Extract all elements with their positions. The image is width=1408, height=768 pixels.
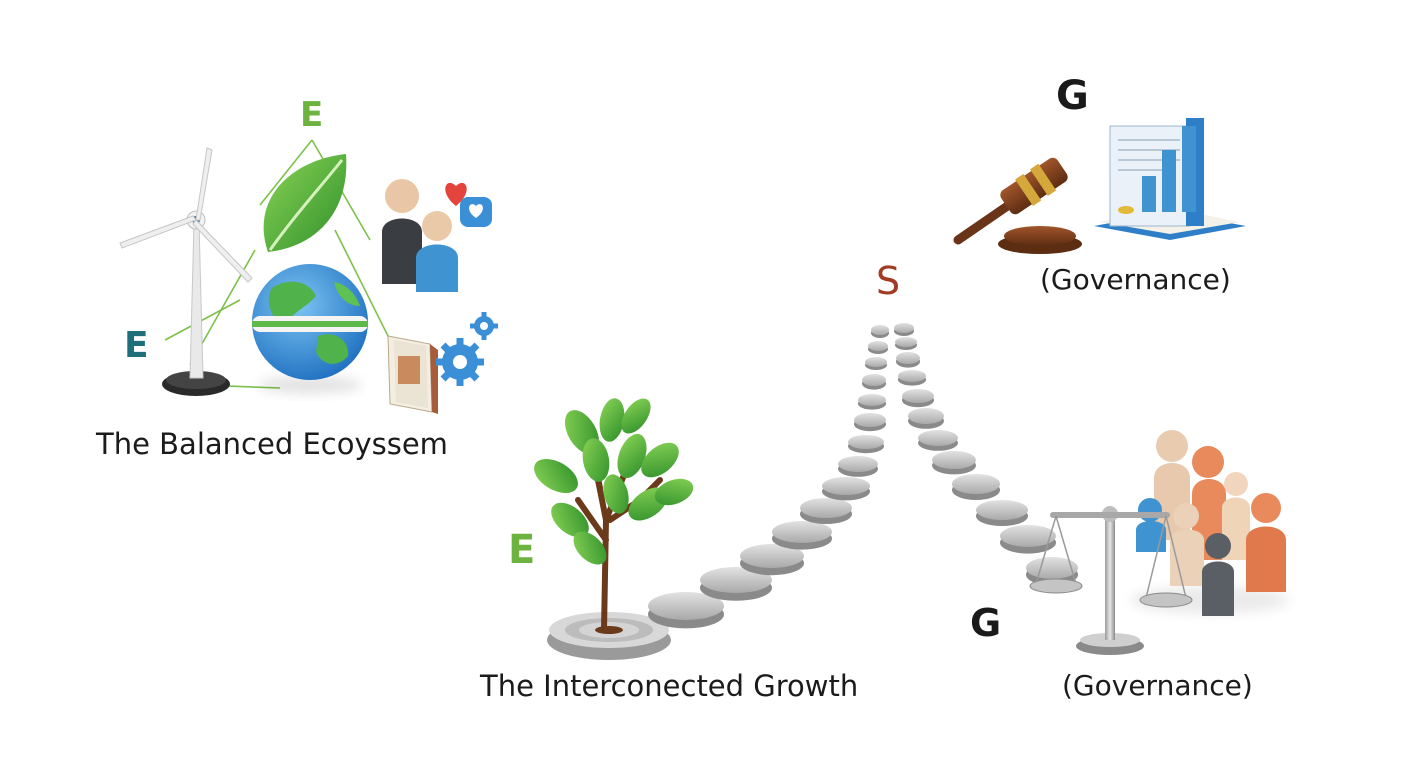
stepping-stone <box>896 352 920 364</box>
stepping-stone <box>895 337 917 347</box>
globe-icon <box>252 264 368 393</box>
stepping-stone <box>1000 525 1056 547</box>
stepping-stone <box>1026 557 1078 579</box>
letter-g-top: G <box>1056 73 1089 119</box>
stepping-stone <box>848 435 884 449</box>
stepping-stone <box>772 521 832 543</box>
book-icon <box>387 335 438 414</box>
stepping-stone <box>902 389 934 403</box>
leaf-icon <box>263 154 347 252</box>
stepping-stone <box>700 567 772 593</box>
caption-balanced-ecosystem: The Balanced Ecoyssem <box>96 427 448 461</box>
caption-interconnected-growth: The Interconected Growth <box>480 669 859 703</box>
stepping-stone <box>868 341 888 351</box>
stepping-stone <box>871 325 889 335</box>
letter-s: S <box>876 259 901 303</box>
stepping-stone <box>822 477 870 495</box>
caption-governance-top: (Governance) <box>1040 263 1231 296</box>
caption-governance-bottom: (Governance) <box>1062 669 1253 702</box>
stepping-stone <box>800 498 852 518</box>
stepping-stone <box>932 451 976 469</box>
letter-e-tree: E <box>508 527 536 573</box>
tree-icon <box>534 398 694 660</box>
stepping-stone <box>740 544 804 568</box>
gavel-icon <box>953 157 1082 254</box>
report-chart-icon <box>1094 118 1246 240</box>
people-icon <box>382 179 458 292</box>
stepping-stone <box>952 474 1000 494</box>
stepping-stone <box>865 357 887 367</box>
gears-icon <box>436 312 498 386</box>
stepping-stone <box>648 592 724 620</box>
letter-e-top: E <box>300 95 324 135</box>
stepping-stone <box>858 394 886 406</box>
scales-icon <box>1029 506 1193 655</box>
stepping-stone <box>908 408 944 424</box>
heart-icon <box>445 182 492 227</box>
stepping-stone <box>918 430 958 446</box>
stepping-stone <box>854 413 886 427</box>
stepping-stone <box>898 370 926 382</box>
wind-turbine-icon <box>119 147 253 396</box>
letter-e-left: E <box>124 325 149 366</box>
stepping-stone <box>862 374 886 386</box>
letter-g-bottom: G <box>970 601 1002 645</box>
stepping-stone <box>838 456 878 472</box>
stepping-stone <box>976 500 1028 520</box>
stepping-stone <box>894 323 914 333</box>
stepping-stones <box>648 323 1078 629</box>
people-group-icon <box>1130 430 1290 616</box>
